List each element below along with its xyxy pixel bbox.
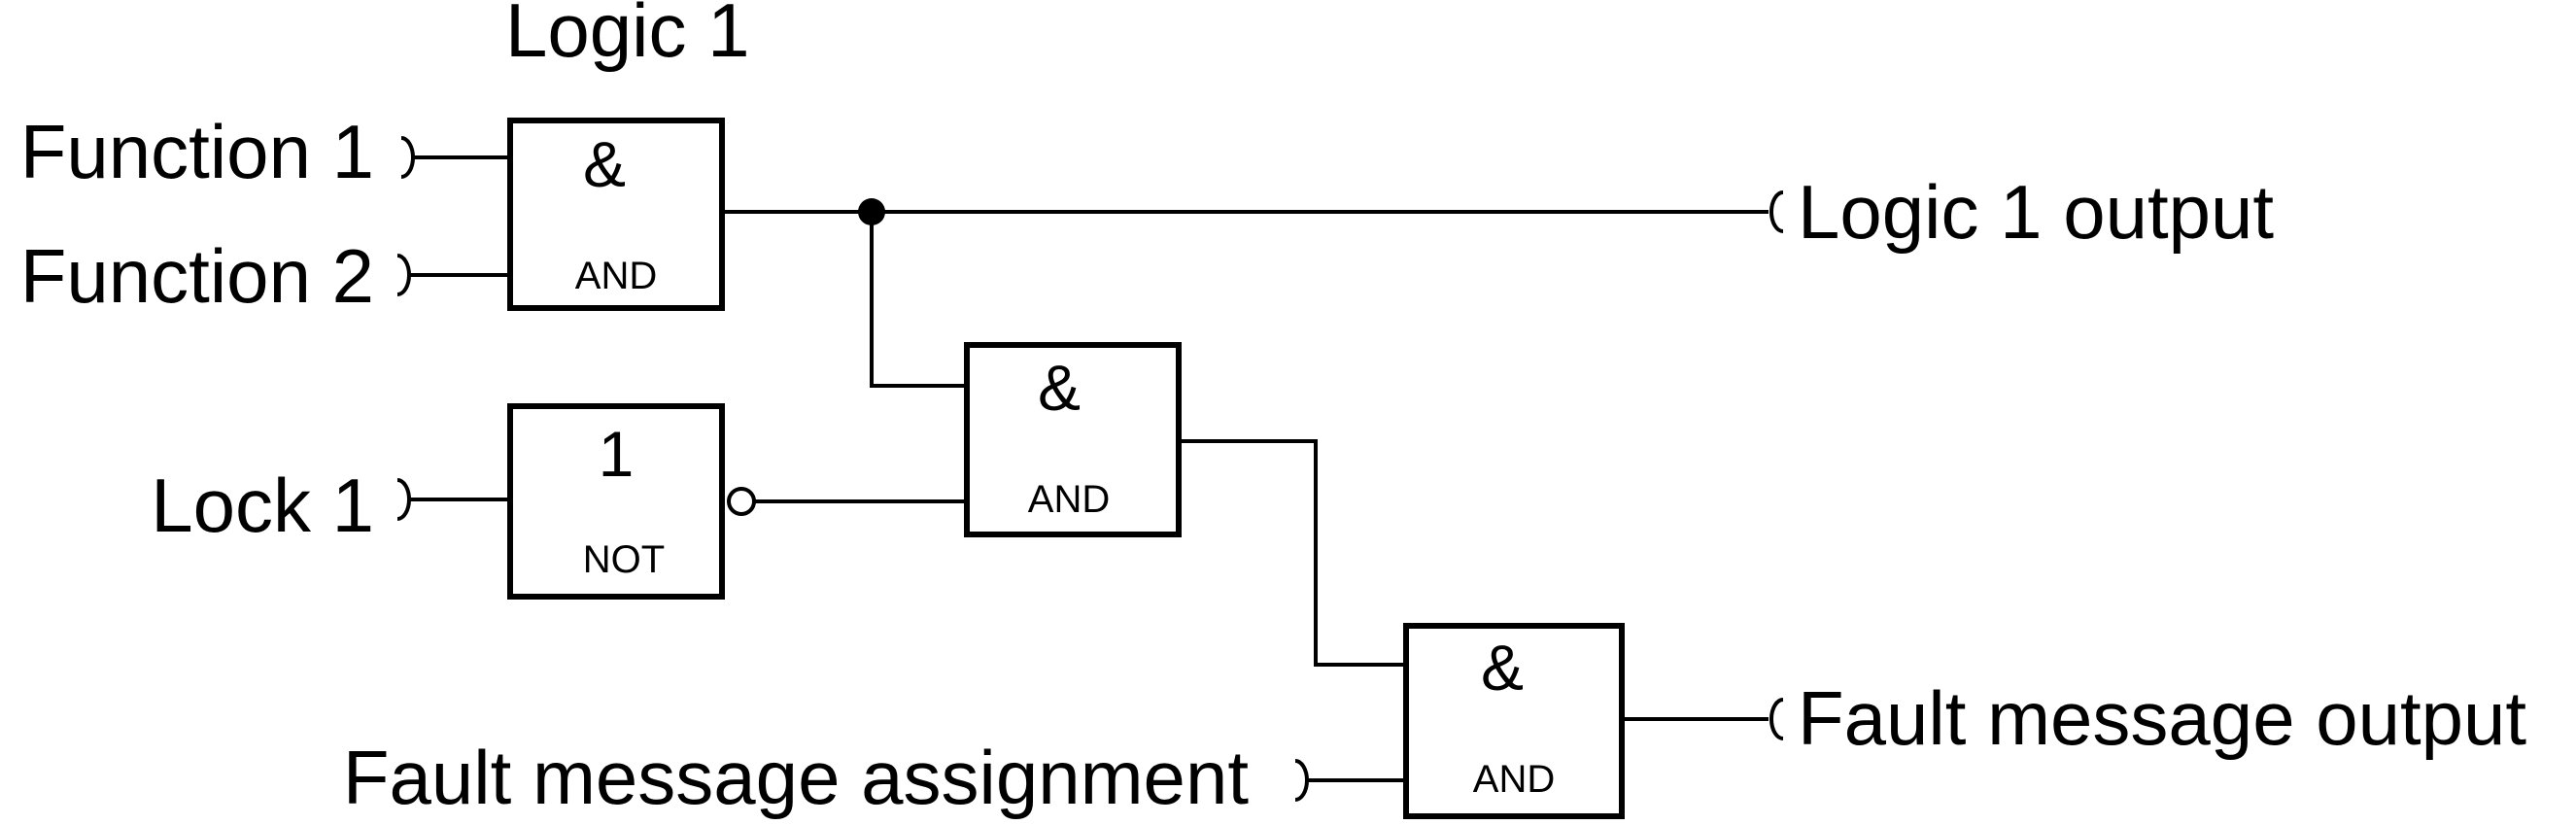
- and-gate-1-name: AND: [575, 255, 657, 297]
- input-function-1-label: Function 1: [20, 109, 374, 194]
- input-terminal-lock-1: [396, 478, 411, 521]
- and-gate-3-name: AND: [1473, 758, 1555, 801]
- output-terminal-fault-message: [1769, 698, 1784, 740]
- output-fault-message-label: Fault message output: [1798, 675, 2526, 761]
- diagram-title: Logic 1: [505, 0, 750, 73]
- output-terminal-logic-1: [1769, 190, 1784, 233]
- input-terminal-function-1: [400, 136, 415, 179]
- input-terminal-fault-assignment: [1294, 759, 1309, 802]
- and-gate-2-name: AND: [1028, 478, 1110, 521]
- input-terminal-function-2: [396, 254, 411, 296]
- not-gate-symbol: 1: [599, 418, 635, 490]
- input-lock-1-label: Lock 1: [151, 463, 374, 548]
- input-fault-assignment-label: Fault message assignment: [343, 735, 1249, 820]
- and-gate-3: & AND: [1403, 623, 1625, 819]
- and-gate-3-symbol: &: [1481, 632, 1524, 704]
- and-gate-2-symbol: &: [1038, 352, 1081, 424]
- not-gate-name: NOT: [583, 538, 665, 581]
- not-gate-lock-1: 1 NOT: [507, 403, 725, 600]
- and-gate-2: & AND: [964, 342, 1182, 537]
- input-function-2-label: Function 2: [20, 233, 374, 319]
- wire-branch-to-and-2: [870, 212, 967, 388]
- wire-and-2-to-and-3: [1179, 439, 1406, 667]
- and-gate-1-symbol: &: [583, 128, 626, 200]
- output-logic-1-label: Logic 1 output: [1798, 169, 2274, 255]
- not-gate-inversion-bubble: [727, 487, 756, 516]
- and-gate-logic-1: & AND: [507, 118, 725, 311]
- junction-dot: [858, 198, 885, 225]
